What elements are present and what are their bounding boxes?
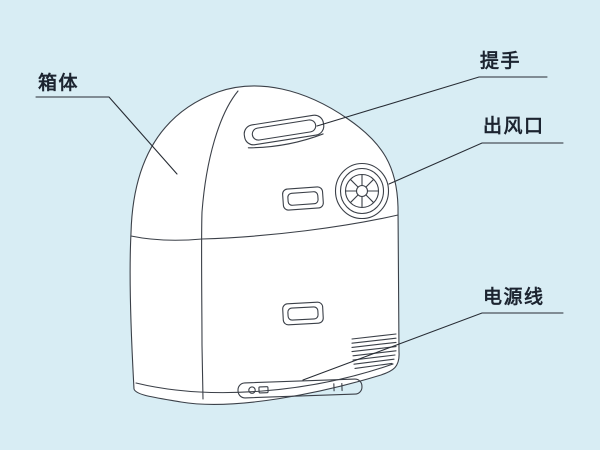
air-outlet-fan (334, 162, 390, 220)
leader-line-body (35, 96, 178, 175)
leader-line-air-outlet (388, 142, 564, 185)
label-handle: 提手 (480, 50, 522, 72)
cabinet-seam-left (130, 235, 203, 241)
label-air-outlet: 出风口 (483, 115, 545, 137)
label-cabinet-body: 箱体 (38, 72, 80, 94)
front-recess-upper (282, 186, 324, 211)
leader-lines (35, 76, 564, 381)
leader-line-handle (316, 76, 548, 127)
front-recess-lower (282, 301, 324, 326)
label-power-cord: 电源线 (483, 286, 545, 308)
device-illustration (129, 85, 400, 405)
cabinet-seam-front (201, 214, 399, 240)
cabinet-silhouette (129, 85, 400, 405)
leader-line-power-cord (302, 312, 564, 381)
base-seam (135, 363, 394, 394)
cabinet-front-edge (201, 90, 239, 400)
base-power-panel (237, 378, 363, 399)
